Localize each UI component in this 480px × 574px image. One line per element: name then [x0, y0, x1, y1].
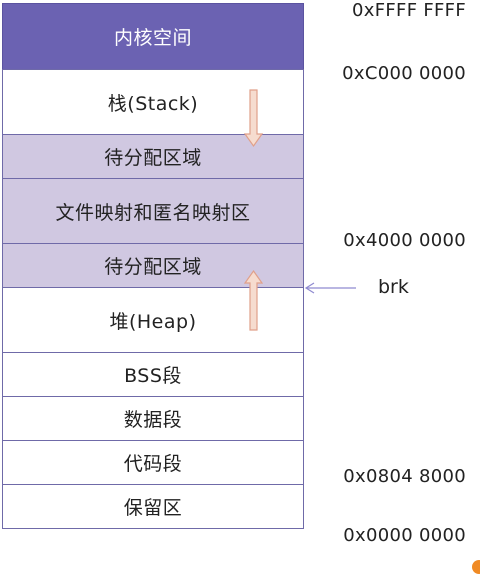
address-mmap-base: 0x4000 0000 — [343, 230, 466, 251]
segment-heap: 堆(Heap) — [2, 287, 304, 353]
segment-mmap-region: 文件映射和匿名映射区 — [2, 178, 304, 244]
address-kernel-boundary: 0xC000 0000 — [342, 63, 466, 84]
segment-stack: 栈(Stack) — [2, 69, 304, 135]
segment-unallocated-lower: 待分配区域 — [2, 243, 304, 288]
segment-kernel-space: 内核空间 — [2, 3, 304, 70]
segment-reserved: 保留区 — [2, 484, 304, 529]
corner-badge-icon — [472, 560, 480, 574]
brk-pointer-arrow-icon — [304, 282, 356, 294]
address-bottom: 0x0000 0000 — [343, 525, 466, 546]
address-top: 0xFFFF FFFF — [352, 0, 466, 21]
segment-data: 数据段 — [2, 396, 304, 441]
segment-unallocated-upper: 待分配区域 — [2, 134, 304, 179]
brk-label: brk — [378, 276, 409, 298]
address-code-start: 0x0804 8000 — [343, 466, 466, 487]
segment-code: 代码段 — [2, 440, 304, 485]
segment-bss: BSS段 — [2, 352, 304, 397]
